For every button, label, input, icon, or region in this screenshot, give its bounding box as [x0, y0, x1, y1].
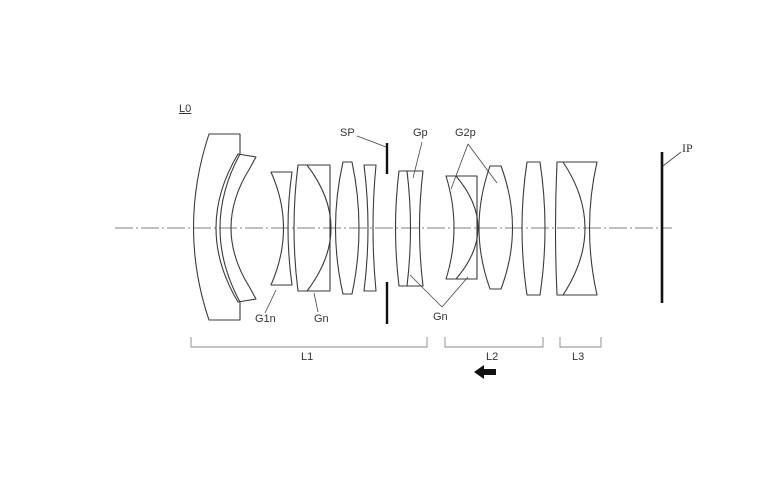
- lens-biconvex-1: [334, 161, 360, 295]
- lens-gn-thin: [407, 170, 424, 287]
- arrow-left-icon: [474, 365, 496, 379]
- label-g1n: G1n: [255, 313, 276, 325]
- label-gn-right: Gn: [433, 311, 448, 323]
- lens-biconvex-2: [521, 161, 546, 296]
- label-group-l2: L2: [486, 351, 499, 363]
- lens-element-1: [192, 133, 241, 321]
- label-ip: IP: [682, 141, 693, 155]
- ip-leader: [662, 151, 682, 167]
- lens-l3-inner: [562, 161, 586, 296]
- label-g2p: G2p: [455, 127, 476, 139]
- gn-leader-right-1: [409, 274, 443, 308]
- lens-g2p-1: [445, 175, 478, 280]
- g1n-leader: [264, 289, 277, 314]
- lens-doublet-gn-inner: [306, 164, 332, 292]
- lens-g2p-1-inner: [455, 175, 479, 280]
- lens-biconcave-1: [363, 164, 377, 292]
- label-sp: SP: [340, 127, 355, 139]
- lens-doublet-gn: [293, 164, 331, 292]
- g2p-leader-1: [450, 143, 469, 190]
- label-gn-left: Gn: [314, 313, 329, 325]
- label-l0: L0: [179, 103, 192, 115]
- label-group-l3: L3: [572, 351, 585, 363]
- bracket-l3: [559, 337, 602, 348]
- lens-element-2: [215, 153, 257, 303]
- lens-gp: [394, 170, 412, 287]
- lens-l3: [554, 161, 598, 296]
- lens-g2p-2: [478, 165, 514, 290]
- bracket-l1: [190, 337, 428, 348]
- gp-leader: [412, 141, 423, 179]
- gn-leader-left: [313, 292, 319, 313]
- label-gp: Gp: [413, 127, 428, 139]
- lens-g1n: [270, 171, 293, 286]
- g2p-leader-2: [467, 143, 498, 184]
- gn-leader-right-2: [441, 276, 469, 308]
- sp-leader: [356, 135, 387, 148]
- bracket-l2: [444, 337, 544, 348]
- label-group-l1: L1: [301, 351, 314, 363]
